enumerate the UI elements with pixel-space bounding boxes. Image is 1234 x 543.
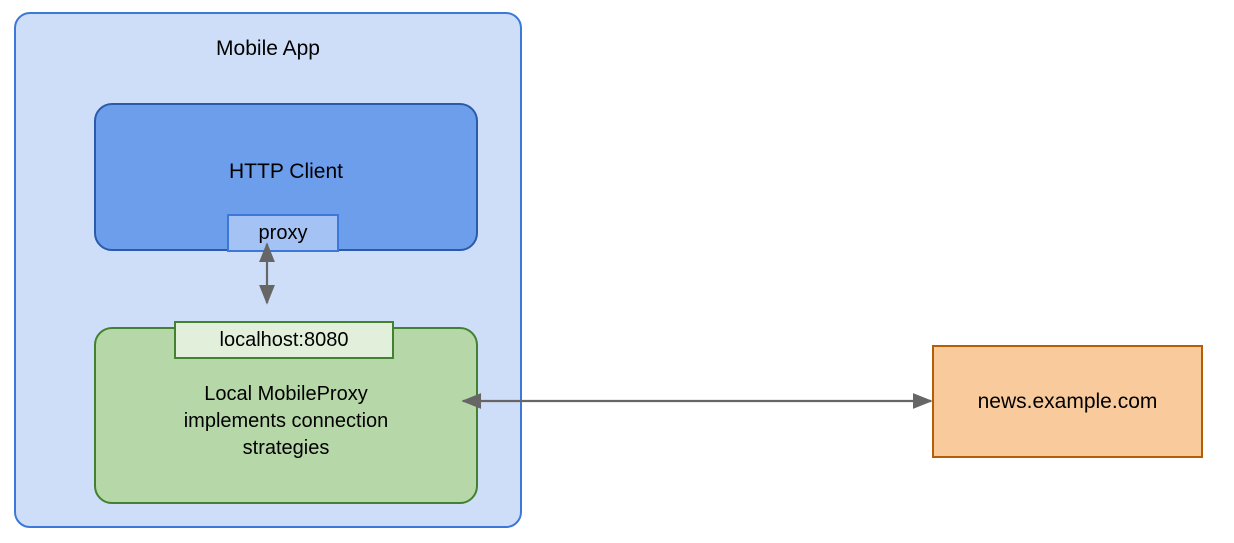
- proxy-port-label: proxy: [258, 222, 308, 244]
- local-mobileproxy-description: Local MobileProxy implements connection …: [114, 381, 458, 462]
- local-mobileproxy-line-2: implements connection: [183, 410, 389, 432]
- mobile-app-container: Mobile App HTTP Client proxy Local Mobil…: [14, 12, 522, 528]
- local-mobileproxy-node: Local MobileProxy implements connection …: [94, 327, 478, 504]
- proxy-port-box: proxy: [227, 214, 339, 252]
- mobile-app-title: Mobile App: [216, 37, 320, 60]
- local-mobileproxy-line-1: Local MobileProxy: [204, 383, 368, 405]
- remote-host-label: news.example.com: [977, 390, 1158, 413]
- local-mobileproxy-line-3: strategies: [242, 437, 330, 459]
- localhost-endpoint-box: localhost:8080: [174, 321, 394, 359]
- http-client-label: HTTP Client: [229, 160, 343, 183]
- localhost-endpoint-label: localhost:8080: [219, 329, 349, 351]
- remote-host-node: news.example.com: [932, 345, 1203, 458]
